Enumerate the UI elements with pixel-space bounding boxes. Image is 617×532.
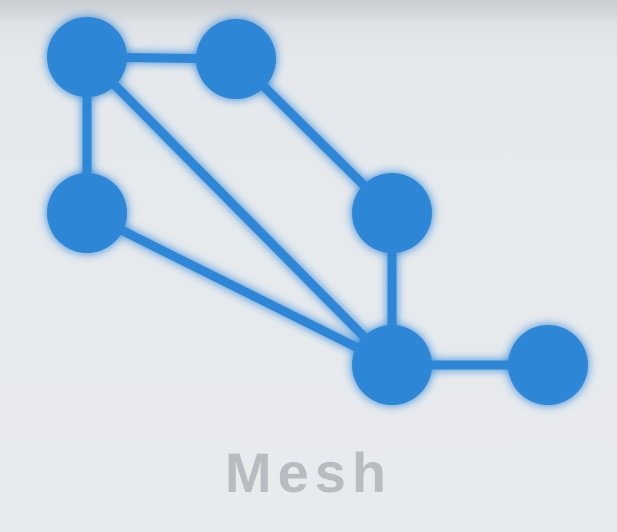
link-top-left-to-bottom-center	[82, 52, 397, 370]
node-bottom-center	[352, 325, 432, 405]
link-middle-left-to-bottom-center	[82, 208, 397, 370]
topology-caption: Mesh	[224, 441, 393, 504]
links-layer	[82, 52, 553, 370]
node-bottom-right	[508, 325, 588, 405]
node-middle-left	[47, 173, 127, 253]
nodes-layer	[47, 17, 588, 405]
node-top-left	[47, 17, 127, 97]
node-top-middle	[196, 19, 276, 99]
node-middle-right	[352, 173, 432, 253]
